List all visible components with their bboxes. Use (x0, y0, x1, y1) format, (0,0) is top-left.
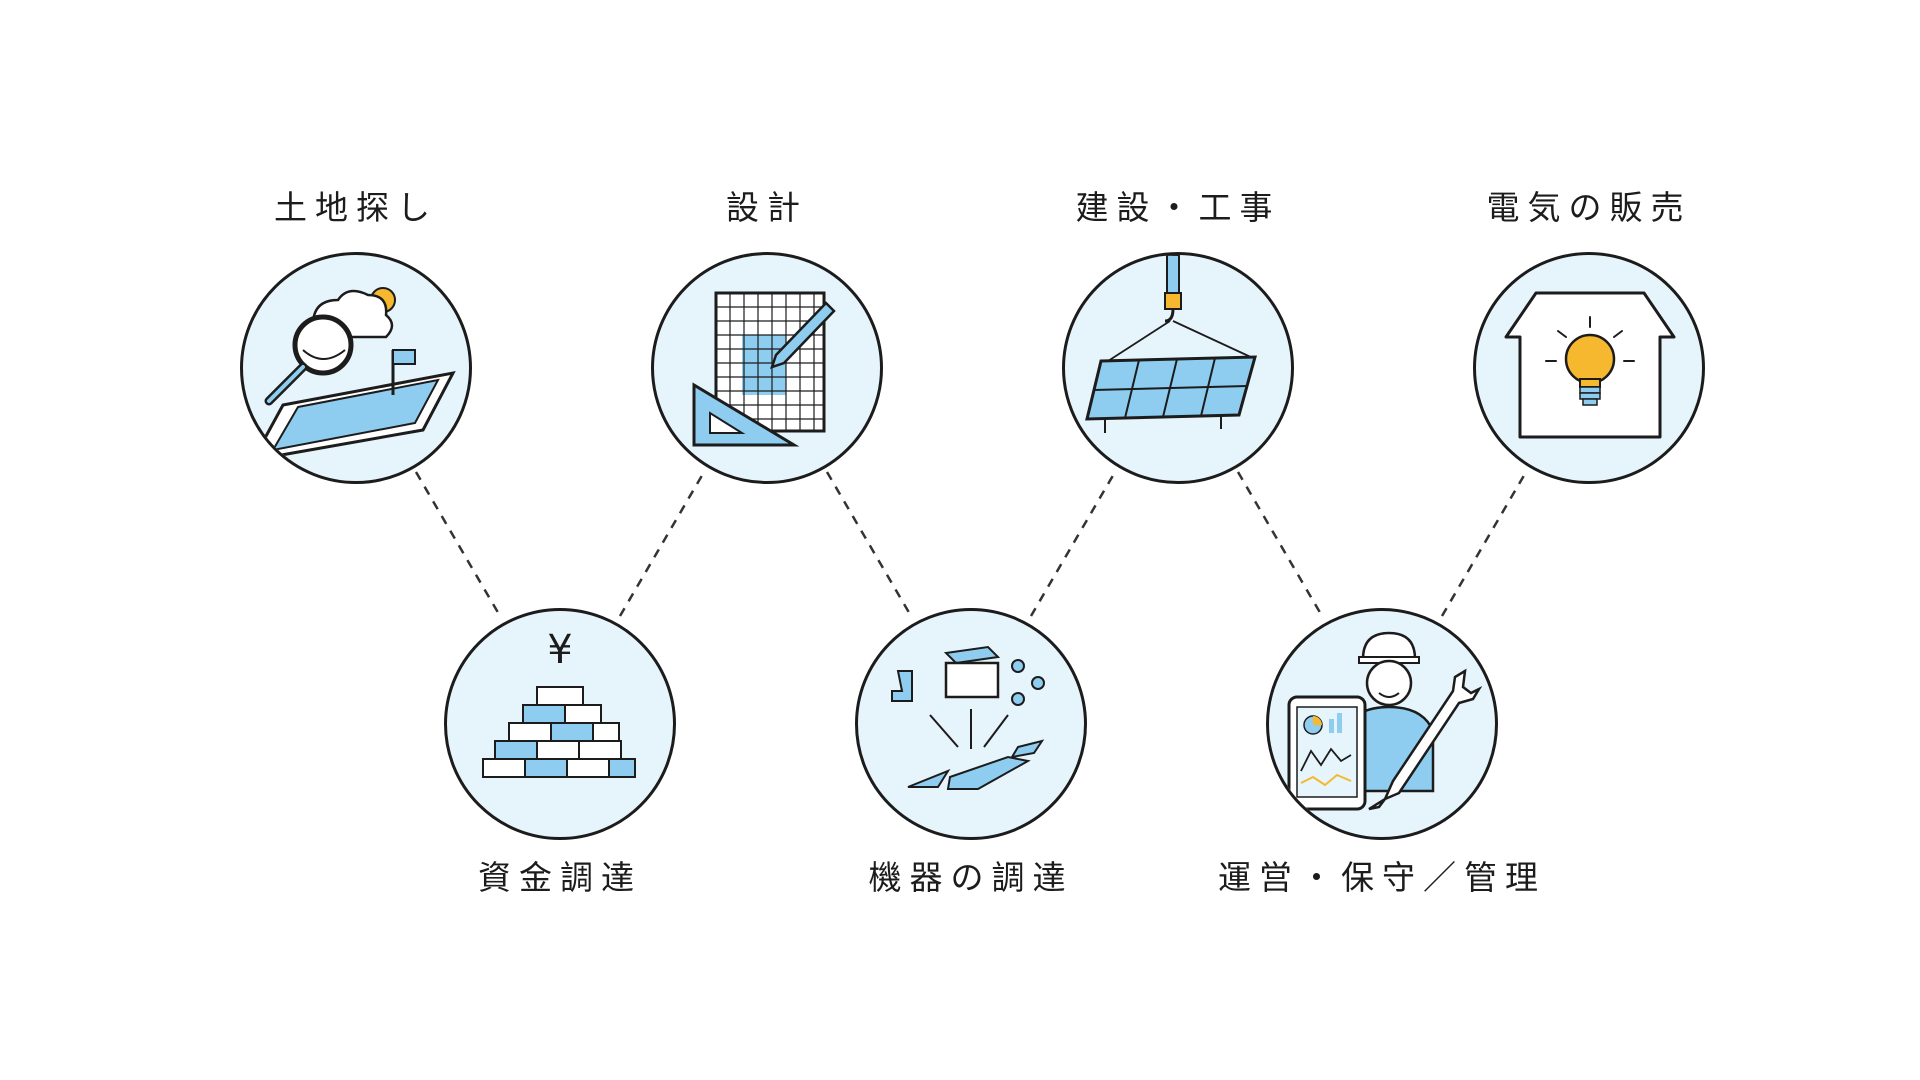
house-lightbulb-icon (1476, 255, 1702, 481)
step-7-label: 電気の販売 (1379, 188, 1799, 228)
crane-solar-panel-icon (1065, 255, 1291, 481)
step-2-label: 資金調達 (350, 858, 770, 898)
step-4-circle (855, 608, 1087, 840)
maintenance-worker-icon (1269, 611, 1495, 837)
connector-3-4 (827, 472, 911, 616)
step-2-circle: ¥ (444, 608, 676, 840)
step-7-circle (1473, 252, 1705, 484)
step-3-label: 設計 (557, 188, 977, 228)
connector-6-7 (1442, 472, 1526, 616)
connector-2-3 (620, 472, 704, 616)
money-stack-icon: ¥ (447, 611, 673, 837)
connector-5-6 (1238, 472, 1322, 616)
step-6-label: 運営・保守／管理 (1172, 858, 1592, 898)
equipment-parts-icon (858, 611, 1084, 837)
step-1-circle (240, 252, 472, 484)
step-1-label: 土地探し (146, 188, 566, 228)
connector-4-5 (1031, 472, 1115, 616)
connector-1-2 (416, 472, 500, 616)
step-6-circle (1266, 608, 1498, 840)
blueprint-icon (654, 255, 880, 481)
step-5-circle (1062, 252, 1294, 484)
step-3-circle (651, 252, 883, 484)
step-4-label: 機器の調達 (761, 858, 1181, 898)
land-search-icon (243, 255, 469, 481)
step-5-label: 建設・工事 (968, 188, 1388, 228)
svg-text:¥: ¥ (547, 627, 572, 673)
